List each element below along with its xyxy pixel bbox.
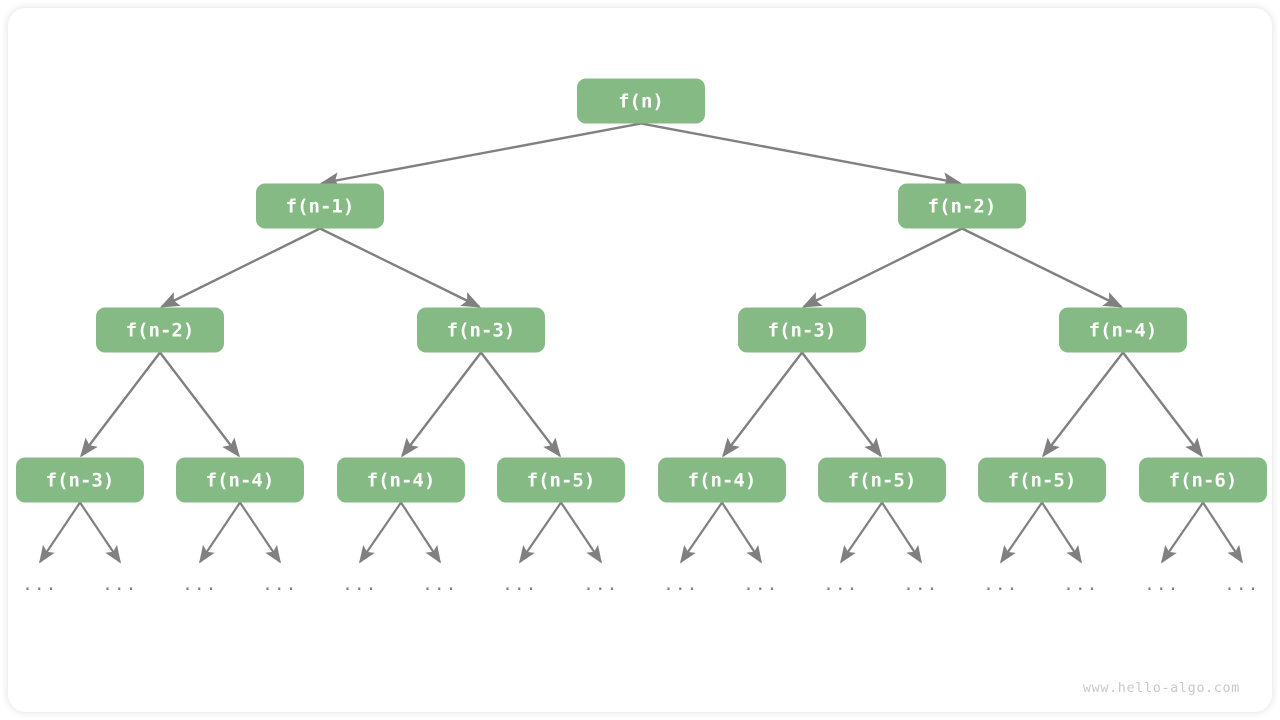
- tree-node-box: [16, 457, 144, 503]
- tree-node-box: [898, 183, 1026, 229]
- tree-node-box: [658, 457, 786, 503]
- watermark-text: www.hello-algo.com: [1083, 680, 1240, 696]
- tree-edge: [401, 351, 482, 458]
- tree-node[interactable]: f(n-3): [738, 307, 866, 353]
- tree-node-box: [577, 78, 705, 124]
- tree-node-label: f(n): [618, 91, 664, 113]
- tree-node-box: [176, 457, 304, 503]
- ellipsis-row: ........................................…: [22, 575, 1259, 595]
- leaf-edge: [1000, 501, 1043, 564]
- tree-node[interactable]: f(n-1): [256, 183, 384, 229]
- ellipsis-marker: ...: [663, 575, 698, 595]
- leaf-edge: [881, 501, 922, 564]
- tree-node-box: [337, 457, 465, 503]
- ellipsis-marker: ...: [22, 575, 57, 595]
- leaf-edge: [359, 501, 402, 564]
- tree-edge: [80, 351, 161, 458]
- tree-node[interactable]: f(n-4): [176, 457, 304, 503]
- tree-node-label: f(n-3): [768, 320, 837, 342]
- tree-node[interactable]: f(n-5): [818, 457, 946, 503]
- tree-edge: [802, 227, 963, 308]
- tree-node[interactable]: f(n-3): [16, 457, 144, 503]
- tree-node-box: [818, 457, 946, 503]
- tree-node-label: f(n-4): [206, 470, 275, 492]
- tree-edge: [159, 351, 240, 458]
- ellipsis-marker: ...: [743, 575, 778, 595]
- tree-node-label: f(n-5): [1008, 470, 1077, 492]
- nodes-layer: f(n) f(n-1) f(n-2) f(n-2) f(n-3) f(n-3) f(n-4)…: [16, 78, 1267, 503]
- tree-node-label: f(n-4): [688, 470, 757, 492]
- tree-node-label: f(n-5): [527, 470, 596, 492]
- leaf-edge: [400, 501, 441, 564]
- diagram-card: [8, 8, 1272, 712]
- tree-edge: [722, 351, 803, 458]
- tree-node-label: f(n-1): [286, 196, 355, 218]
- tree-node[interactable]: f(n-4): [1059, 307, 1187, 353]
- ellipsis-marker: ...: [102, 575, 137, 595]
- tree-node-label: f(n-2): [928, 196, 997, 218]
- tree-node-label: f(n-2): [126, 320, 195, 342]
- tree-edge: [801, 351, 882, 458]
- tree-edge: [1042, 351, 1124, 458]
- edges-layer: [80, 122, 1203, 458]
- tree-node[interactable]: f(n-6): [1139, 457, 1267, 503]
- tree-edge: [961, 227, 1123, 308]
- ellipsis-marker: ...: [342, 575, 377, 595]
- leaf-edge: [239, 501, 281, 564]
- ellipsis-marker: ...: [1144, 575, 1179, 595]
- tree-node-label: f(n-3): [46, 470, 115, 492]
- ellipsis-marker: ...: [583, 575, 618, 595]
- leaf-edge: [840, 501, 883, 564]
- tree-node[interactable]: f(n-5): [497, 457, 625, 503]
- ellipsis-marker: ...: [983, 575, 1018, 595]
- leaf-edge: [199, 501, 241, 564]
- tree-node-label: f(n-5): [848, 470, 917, 492]
- tree-node-box: [96, 307, 224, 353]
- tree-node-box: [738, 307, 866, 353]
- tree-edge: [319, 227, 481, 308]
- tree-node[interactable]: f(n-5): [978, 457, 1106, 503]
- ellipsis-marker: ...: [422, 575, 457, 595]
- ellipsis-marker: ...: [182, 575, 217, 595]
- tree-edge: [160, 227, 321, 308]
- ellipsis-marker: ...: [262, 575, 297, 595]
- ellipsis-marker: ...: [502, 575, 537, 595]
- tree-node-box: [497, 457, 625, 503]
- leaf-edge: [721, 501, 762, 564]
- leaf-edge: [1202, 501, 1243, 564]
- tree-node-box: [417, 307, 545, 353]
- tree-node[interactable]: f(n): [577, 78, 705, 124]
- tree-node-label: f(n-4): [367, 470, 436, 492]
- leaf-edge: [680, 501, 723, 564]
- ellipsis-marker: ...: [903, 575, 938, 595]
- tree-node[interactable]: f(n-3): [417, 307, 545, 353]
- tree-node-box: [1059, 307, 1187, 353]
- tree-node-box: [978, 457, 1106, 503]
- ellipsis-marker: ...: [823, 575, 858, 595]
- tree-node-box: [256, 183, 384, 229]
- leaf-edge: [560, 501, 602, 564]
- tree-edge: [480, 351, 561, 458]
- tree-edge: [1122, 351, 1203, 458]
- leaf-edge: [1161, 501, 1204, 564]
- tree-node-label: f(n-4): [1089, 320, 1158, 342]
- tree-node-label: f(n-3): [447, 320, 516, 342]
- tree-node-label: f(n-6): [1169, 470, 1238, 492]
- leaf-edge: [519, 501, 562, 564]
- tree-node[interactable]: f(n-4): [337, 457, 465, 503]
- ellipsis-marker: ...: [1063, 575, 1098, 595]
- leaf-edge: [39, 501, 81, 564]
- leaf-edges-layer: [39, 501, 1243, 564]
- leaf-edge: [79, 501, 121, 564]
- leaf-edge: [1041, 501, 1082, 564]
- tree-node[interactable]: f(n-2): [898, 183, 1026, 229]
- tree-node-box: [1139, 457, 1267, 503]
- ellipsis-marker: ...: [1224, 575, 1259, 595]
- tree-edge: [640, 122, 962, 188]
- tree-node[interactable]: f(n-2): [96, 307, 224, 353]
- tree-edge: [320, 122, 642, 188]
- tree-node[interactable]: f(n-4): [658, 457, 786, 503]
